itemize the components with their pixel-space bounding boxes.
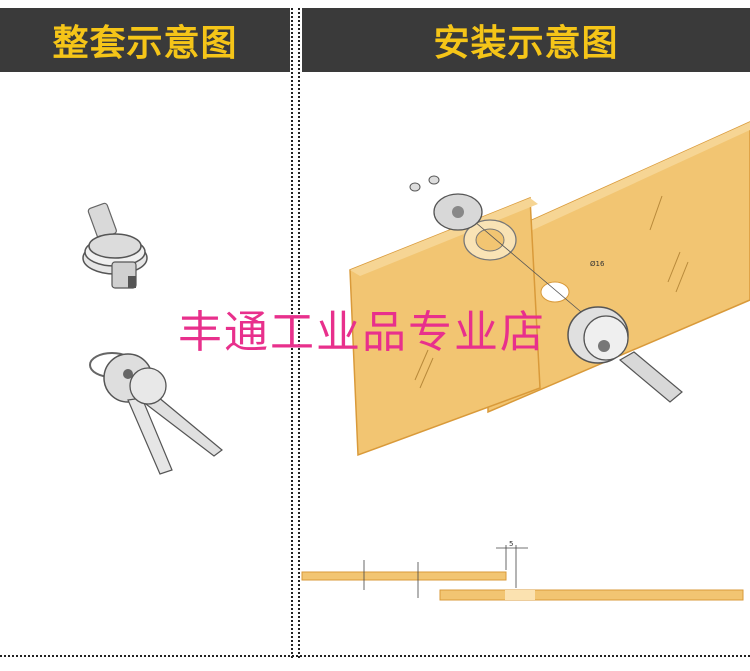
gap-dimension-label: 5	[509, 540, 513, 548]
installed-lock-icon	[567, 306, 683, 403]
store-watermark: 丰通工业品专业店	[178, 307, 546, 358]
keys-icon	[89, 352, 223, 475]
dotted-bottom-border	[0, 655, 750, 657]
hole-diameter-label: Ø16	[590, 260, 605, 268]
lock-cylinder-icon	[82, 202, 148, 289]
header-installation: 安装示意图	[302, 8, 750, 72]
header-full-set: 整套示意图	[0, 8, 290, 72]
dotted-divider-right	[298, 8, 300, 658]
dotted-divider-left	[291, 8, 293, 658]
header-installation-title: 安装示意图	[433, 23, 619, 64]
cross-section-diagram	[301, 545, 744, 601]
glass-panel-icon	[349, 121, 750, 457]
header-full-set-title: 整套示意图	[52, 23, 238, 64]
screw-icon	[409, 175, 483, 231]
